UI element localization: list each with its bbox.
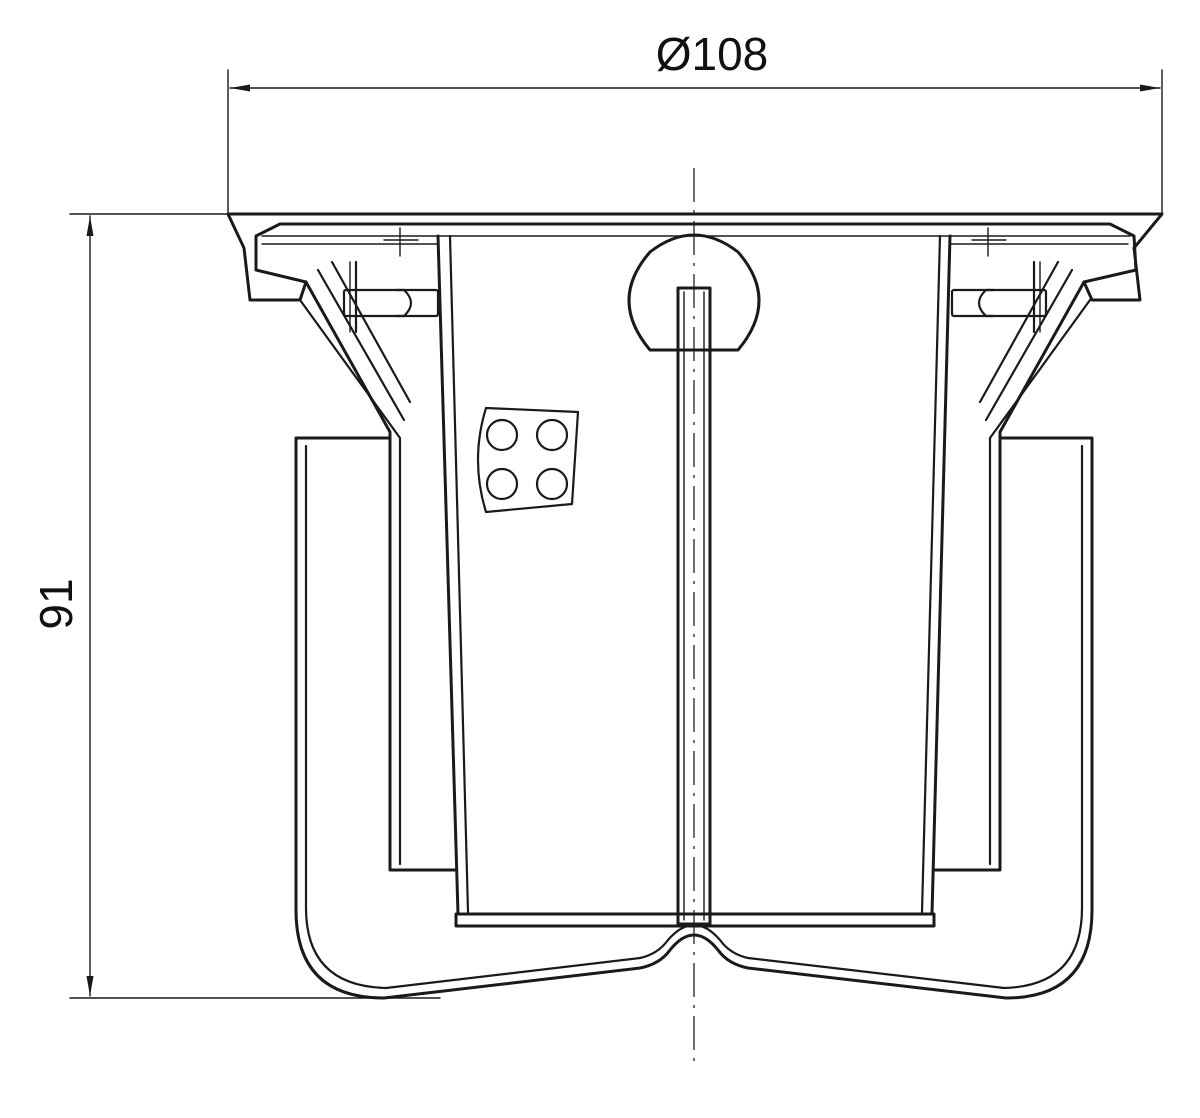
hole-bottom-left	[485, 467, 519, 501]
left-clip-pin	[394, 288, 413, 318]
outer-cup-outline	[294, 436, 1094, 1000]
hole-top-left	[485, 418, 519, 452]
funnel-plate-right	[978, 260, 1074, 422]
rod-knob	[627, 233, 761, 352]
central-rod	[627, 233, 761, 926]
bell-bottom	[454, 912, 936, 928]
hole-plate	[476, 406, 580, 514]
funnel-wall-right	[932, 280, 1086, 872]
funnel-body	[298, 260, 1092, 872]
left-clip	[342, 227, 440, 334]
bell-wall-left	[436, 234, 460, 916]
bell-wall-right	[930, 234, 952, 916]
right-clip-body	[950, 288, 1048, 318]
height-label: 91	[30, 578, 82, 629]
funnel-plate-left	[316, 260, 412, 422]
bell-wall-left-inner	[448, 234, 470, 914]
hole-bottom-right	[535, 467, 569, 501]
right-clip-pin	[977, 288, 996, 318]
diameter-label: Ø108	[656, 28, 769, 80]
right-clip	[950, 227, 1048, 334]
funnel-wall-right-inner	[988, 298, 1092, 866]
rod-shaft	[676, 286, 712, 926]
left-clip-body	[342, 288, 440, 318]
trap-bell	[436, 234, 952, 928]
flange-outline	[226, 212, 1164, 302]
funnel-wall-left	[304, 280, 458, 872]
diameter-dimension: Ø108	[227, 28, 1163, 215]
bell-wall-right-inner	[920, 234, 942, 914]
hole-top-right	[535, 418, 569, 452]
funnel-wall-left-inner	[298, 298, 402, 866]
hole-plate-outline	[476, 406, 580, 514]
height-dimension: 91	[30, 213, 441, 999]
